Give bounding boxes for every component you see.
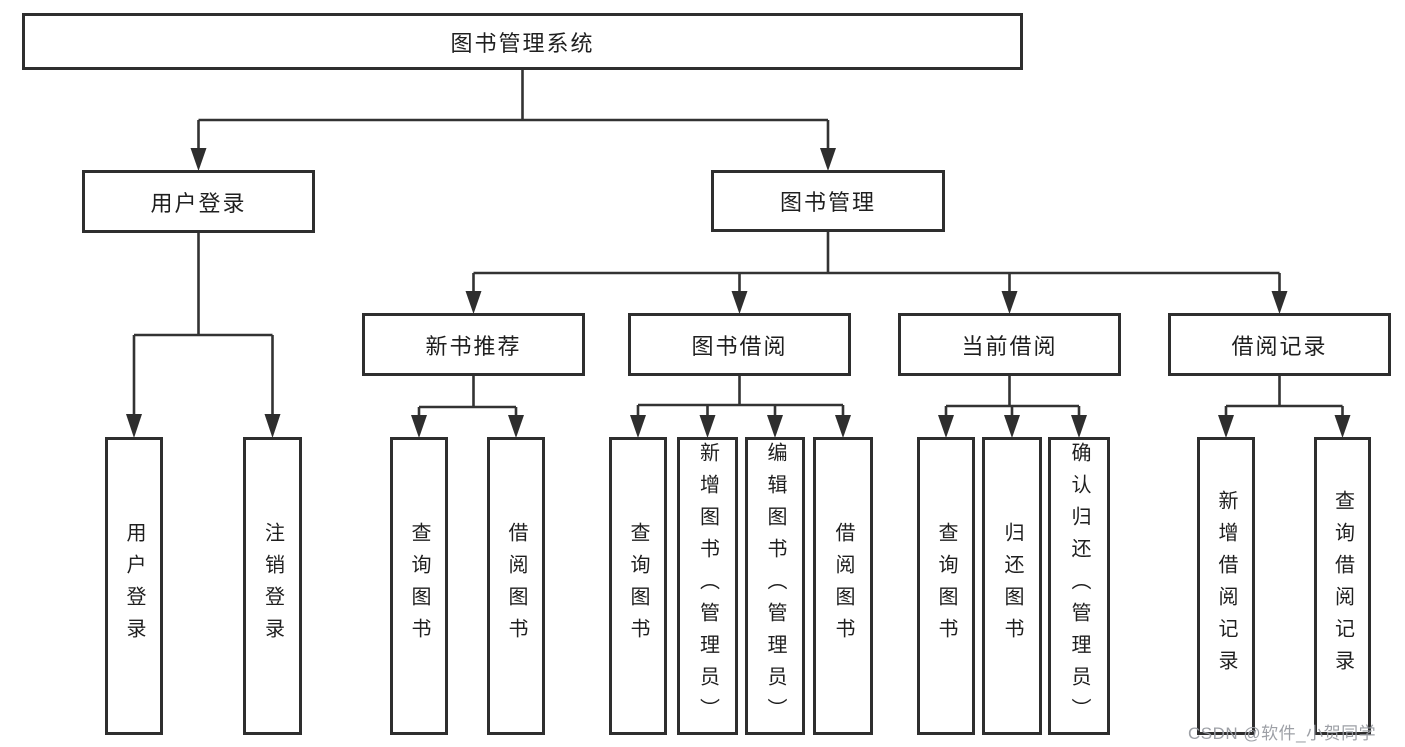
node-new-book-recommend: 新书推荐: [362, 313, 585, 376]
node-label: 确认归还（管理员）: [1068, 442, 1090, 730]
leaf-add-borrow-record: 新增借阅记录: [1197, 437, 1255, 735]
edge-book-borrow-to-leaves: [630, 376, 851, 438]
arrowhead: [767, 415, 783, 438]
node-label: 查询图书: [935, 522, 957, 650]
node-label: 查询图书: [408, 522, 430, 650]
edge-user-login-to-leaves: [126, 233, 281, 438]
node-borrow-records: 借阅记录: [1168, 313, 1391, 376]
leaf-query-books-current: 查询图书: [917, 437, 975, 735]
node-label: 用户登录: [150, 190, 247, 216]
node-label: 当前借阅: [961, 333, 1058, 359]
arrowhead: [1271, 291, 1288, 314]
leaf-query-books-recommend: 查询图书: [390, 437, 448, 735]
arrowhead: [1334, 415, 1351, 438]
node-user-login-branch: 用户登录: [82, 170, 315, 233]
edge-borrow-records-to-leaves: [1218, 376, 1351, 438]
node-label: 图书借阅: [691, 333, 788, 359]
node-label: 查询图书: [627, 522, 649, 650]
arrowhead: [699, 415, 716, 438]
arrowhead: [190, 148, 207, 171]
arrowhead: [1004, 415, 1020, 438]
arrowhead: [630, 415, 646, 438]
node-label: 查询借阅记录: [1331, 490, 1354, 682]
arrowhead: [264, 414, 281, 438]
arrowhead: [465, 291, 482, 314]
node-label: 借阅记录: [1231, 333, 1328, 359]
leaf-query-books-borrow: 查询图书: [609, 437, 667, 735]
edge-new-books-to-leaves: [411, 376, 524, 438]
arrowhead: [835, 415, 851, 438]
arrowhead: [731, 291, 748, 314]
arrowhead: [820, 148, 836, 171]
edge-book-management-to-level3: [465, 232, 1288, 314]
leaf-return-books: 归还图书: [982, 437, 1042, 735]
node-library-management-system: 图书管理系统: [22, 13, 1023, 70]
node-label: 新增借阅记录: [1215, 490, 1237, 682]
node-label: 新书推荐: [425, 333, 522, 359]
node-label: 用户登录: [123, 522, 145, 650]
leaf-user-login: 用户登录: [105, 437, 163, 735]
leaf-edit-books-admin: 编辑图书（管理员）: [745, 437, 805, 735]
node-label: 图书管理系统: [450, 30, 595, 56]
leaf-borrow-books: 借阅图书: [813, 437, 873, 735]
arrowhead: [411, 415, 427, 438]
leaf-confirm-return-admin: 确认归还（管理员）: [1048, 437, 1110, 735]
node-label: 借阅图书: [832, 522, 854, 650]
arrowhead: [1001, 291, 1018, 314]
edge-root-to-level2: [190, 70, 836, 171]
leaf-query-borrow-record: 查询借阅记录: [1314, 437, 1371, 735]
arrowhead: [126, 414, 142, 438]
node-label: 归还图书: [1001, 522, 1023, 650]
leaf-borrow-books-recommend: 借阅图书: [487, 437, 545, 735]
arrowhead: [508, 415, 524, 438]
node-book-borrow: 图书借阅: [628, 313, 851, 376]
edge-current-borrow-to-leaves: [938, 376, 1087, 438]
node-label: 新增图书（管理员）: [696, 442, 719, 730]
node-book-management-branch: 图书管理: [711, 170, 945, 232]
arrowhead: [1218, 415, 1234, 438]
leaf-add-books-admin: 新增图书（管理员）: [677, 437, 738, 735]
leaf-logout: 注销登录: [243, 437, 302, 735]
node-label: 注销登录: [261, 522, 284, 650]
csdn-watermark: CSDN @软件_小贺同学: [1188, 724, 1377, 743]
node-current-borrow: 当前借阅: [898, 313, 1121, 376]
node-label: 图书管理: [779, 190, 876, 215]
node-label: 借阅图书: [505, 522, 527, 650]
arrowhead: [1071, 415, 1087, 438]
node-label: 编辑图书（管理员）: [764, 442, 786, 730]
arrowhead: [938, 415, 954, 438]
